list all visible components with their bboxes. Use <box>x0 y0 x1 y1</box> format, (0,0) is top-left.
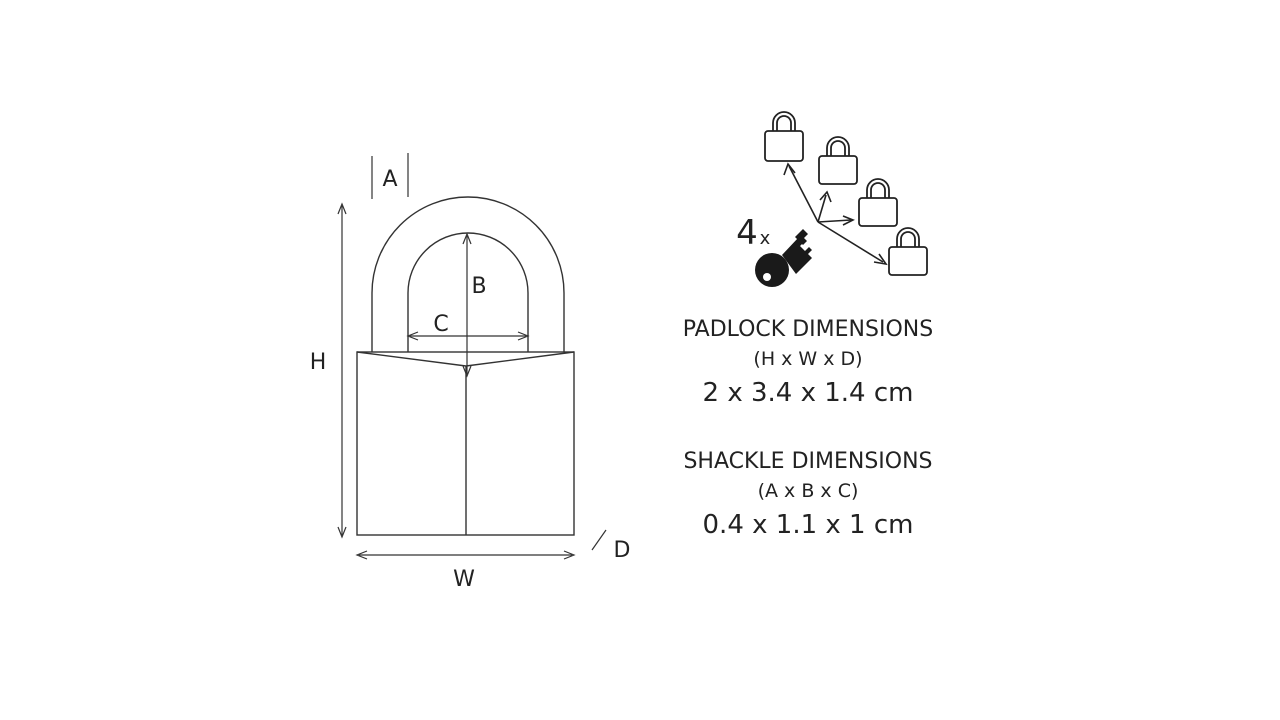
shackle-inner-outline <box>407 232 529 352</box>
padlock-dimensions-title: PADLOCK DIMENSIONS <box>683 317 933 342</box>
arrow-icon <box>817 194 827 223</box>
shackle-dimensions-formula: (A x B x C) <box>758 480 859 502</box>
padlock-body-top-facets <box>356 351 575 367</box>
arrow-icon <box>873 253 888 266</box>
dimension-label-b: B <box>471 274 486 299</box>
dimension-label-a: A <box>382 167 397 192</box>
padlock-icon <box>818 136 858 185</box>
dimension-b-arrow-bottom <box>462 365 472 378</box>
padlock-icon <box>764 111 804 162</box>
arrow-icon <box>817 221 884 263</box>
dimension-label-c: C <box>433 312 448 337</box>
dimension-d-line <box>591 529 607 551</box>
dimension-c-arrow-left <box>406 331 419 341</box>
padlock-dimensions-block: PADLOCK DIMENSIONS (H x W x D) 2 x 3.4 x… <box>683 317 933 408</box>
padlock-drawing <box>356 196 575 536</box>
shackle-dimensions-block: SHACKLE DIMENSIONS (A x B x C) 0.4 x 1.1… <box>683 449 932 540</box>
dimension-w-arrow-left <box>355 550 368 560</box>
padlock-dimensions-formula: (H x W x D) <box>753 348 862 370</box>
arrow-icon <box>788 165 819 223</box>
padlock-icon <box>858 178 898 227</box>
arrow-icon <box>817 219 852 223</box>
dimension-w-arrow-right <box>563 550 576 560</box>
dimension-lines <box>337 153 607 560</box>
arrow-icon <box>819 190 832 203</box>
padlock-icon <box>888 227 928 276</box>
dimension-c-arrow-right <box>517 331 530 341</box>
key-count-number: 4 <box>736 213 758 253</box>
dimension-h-arrow-bottom <box>337 526 347 539</box>
shackle-dimensions-value: 0.4 x 1.1 x 1 cm <box>703 510 914 540</box>
shackle-outer-outline <box>371 196 565 352</box>
key-to-lock-arrows <box>783 162 888 266</box>
dimension-label-h: H <box>310 350 327 375</box>
key-count-suffix: x <box>760 228 771 249</box>
padlock-dimensions-value: 2 x 3.4 x 1.4 cm <box>703 378 914 408</box>
dimension-label-w: W <box>453 567 475 592</box>
dimension-label-d: D <box>614 538 631 563</box>
shackle-dimensions-title: SHACKLE DIMENSIONS <box>683 449 932 474</box>
dimension-b-arrow-top <box>462 232 472 245</box>
key-hole <box>763 273 771 281</box>
arrow-icon <box>842 215 855 226</box>
arrow-icon <box>783 162 796 176</box>
dimension-h-arrow-top <box>337 202 347 215</box>
keyed-alike-icon: 4 x <box>736 111 928 287</box>
